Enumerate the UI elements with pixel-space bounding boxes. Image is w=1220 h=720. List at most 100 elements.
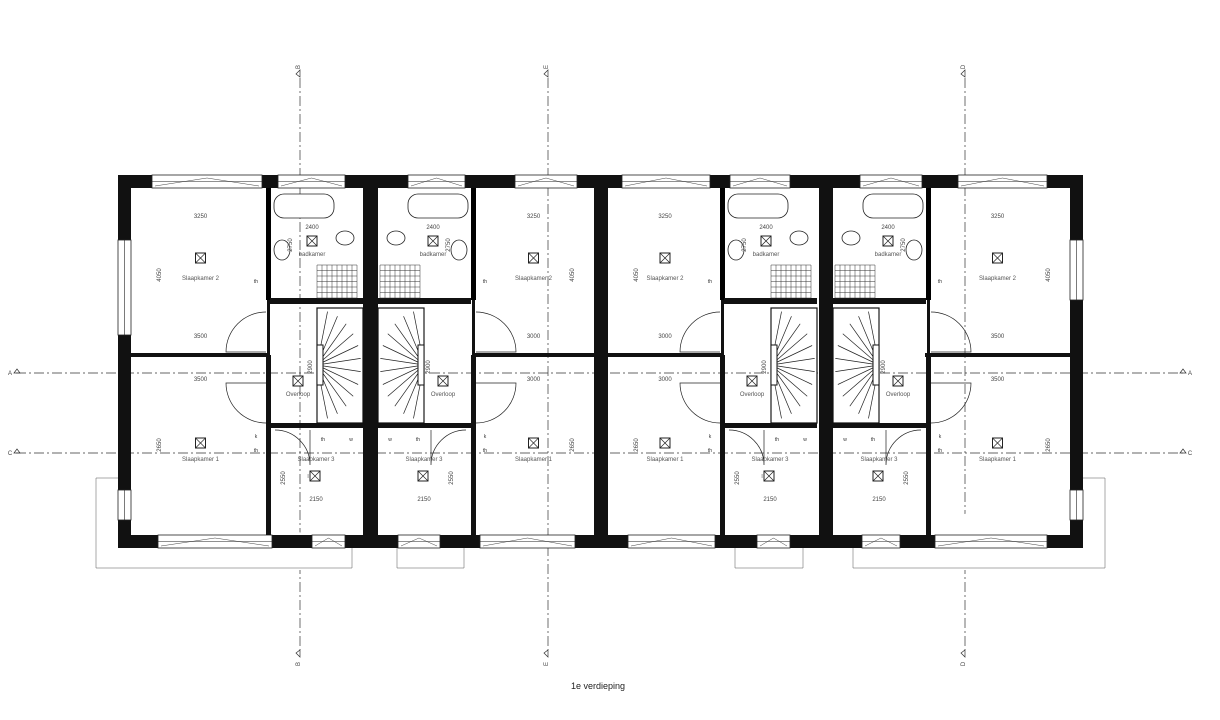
ventilation-label: w (388, 437, 392, 443)
dim-bedroom2-depth: 4050 (1046, 268, 1052, 282)
light-label: l (761, 474, 762, 480)
light-label: l (307, 474, 308, 480)
balcony (95, 477, 353, 569)
window-opening-icon (154, 177, 260, 187)
light-point-icon (992, 437, 1003, 449)
axis-marker-icon (1179, 368, 1187, 374)
window-opening-icon (314, 537, 343, 547)
dim-bedroom2-bottom: 3000 (658, 334, 672, 340)
balcony-edge (852, 477, 1106, 569)
room-label-landing: Overloop (886, 392, 911, 398)
wall-bedroom1 (720, 355, 725, 535)
sink-icon (450, 239, 468, 261)
dim-bedroom2-bottom: 3500 (194, 334, 208, 340)
stair-tread (380, 358, 425, 366)
window-opening-icon (160, 537, 270, 547)
stair-tread (382, 345, 425, 366)
axis-label-bottom: B (296, 662, 302, 666)
window-opening-icon (937, 537, 1045, 547)
light-point-icon (746, 375, 758, 387)
balcony-edge (396, 548, 465, 569)
room-label-landing: Overloop (431, 392, 456, 398)
light-point-icon (872, 470, 884, 482)
wall-door-frame (721, 300, 724, 355)
balcony-edge (95, 477, 353, 569)
thermostat-label: th (708, 279, 712, 285)
bathtub-icon (407, 193, 469, 219)
wall-bath-bottom (833, 298, 926, 304)
axis-marker-icon (295, 69, 301, 78)
dim-bedroom2-width: 3250 (658, 214, 672, 220)
sink-icon (273, 239, 291, 261)
window-opening-icon (280, 177, 343, 187)
wall-bedroom-divider (925, 353, 1070, 357)
ventilation-label: w (803, 437, 807, 443)
wall (363, 175, 378, 548)
walls (117, 174, 1084, 549)
window-opening-icon (482, 537, 573, 547)
wall-bedroom-divider (473, 353, 594, 357)
room-label-bedroom1: Slaapkamer 1 (979, 457, 1017, 463)
balcony-edge (734, 548, 804, 569)
stair-tread (316, 358, 361, 366)
room-label-bathroom: badkamer (299, 252, 326, 258)
wall-bath (926, 188, 931, 300)
light-point-icon (306, 235, 318, 247)
dim-bedroom2-width: 3250 (194, 214, 208, 220)
window-opening-icon (960, 177, 1045, 187)
stair-tread (316, 345, 359, 366)
dim-bedroom1-width: 3500 (991, 377, 1005, 383)
stair-outline (377, 307, 425, 424)
dim-bathroom-width: 2400 (759, 225, 773, 231)
axis-marker-icon (543, 69, 549, 78)
thermostat-label: th (483, 279, 487, 285)
axis-label-right: C (1188, 451, 1193, 457)
thermostat-label: th (254, 448, 258, 454)
dim-bedroom1-depth: 2650 (157, 438, 163, 452)
door-bedroom2 (475, 311, 517, 353)
room-label-bedroom3: Slaapkamer 3 (860, 457, 898, 463)
wall-bath (471, 188, 476, 300)
door-bedroom3 (274, 429, 311, 466)
thermostat-label: th (708, 448, 712, 454)
light-point-icon (659, 437, 671, 449)
stair-tread (837, 345, 880, 366)
dim-bedroom1-width: 3000 (527, 377, 541, 383)
dim-bedroom2-depth: 4050 (570, 268, 576, 282)
sink-icon (905, 239, 923, 261)
stair-outline (832, 307, 880, 424)
sink-icon (727, 239, 745, 261)
axis-marker-icon (13, 448, 21, 454)
light-point-icon (309, 470, 321, 482)
stair-newel (417, 344, 425, 386)
stair-tread (380, 364, 425, 372)
dim-bedroom3-depth: 2550 (281, 471, 287, 485)
wall-bath (266, 188, 271, 300)
wall-bedroom1 (471, 355, 476, 535)
wall-door-frame (472, 300, 475, 355)
thermostat-label: th (775, 437, 779, 443)
toilet-icon (386, 230, 406, 246)
axis-label-left: C (8, 451, 13, 457)
dim-bedroom2-depth: 4050 (157, 268, 163, 282)
dim-bathroom-depth: 2750 (288, 238, 294, 252)
stair-tread (316, 364, 359, 385)
door-bedroom3 (885, 429, 922, 466)
bathtub-icon (727, 193, 789, 219)
room-label-bedroom1: Slaapkamer 1 (646, 457, 684, 463)
window-opening-icon (410, 177, 463, 187)
wall-bath-bottom (270, 298, 363, 304)
stair-tread (770, 345, 813, 366)
room-label-bedroom2: Slaapkamer 2 (646, 276, 684, 282)
axis-label-left: A (8, 371, 12, 377)
room-label-bedroom3: Slaapkamer 3 (405, 457, 443, 463)
light-label: l (427, 474, 428, 480)
dim-landing-depth: 2900 (762, 360, 768, 374)
axis-label-top: B (296, 65, 302, 69)
dim-bedroom3-width: 2150 (309, 497, 323, 503)
balcony (734, 548, 804, 569)
axis-marker-icon (543, 649, 549, 658)
wall-bedroom-divider (608, 353, 722, 357)
